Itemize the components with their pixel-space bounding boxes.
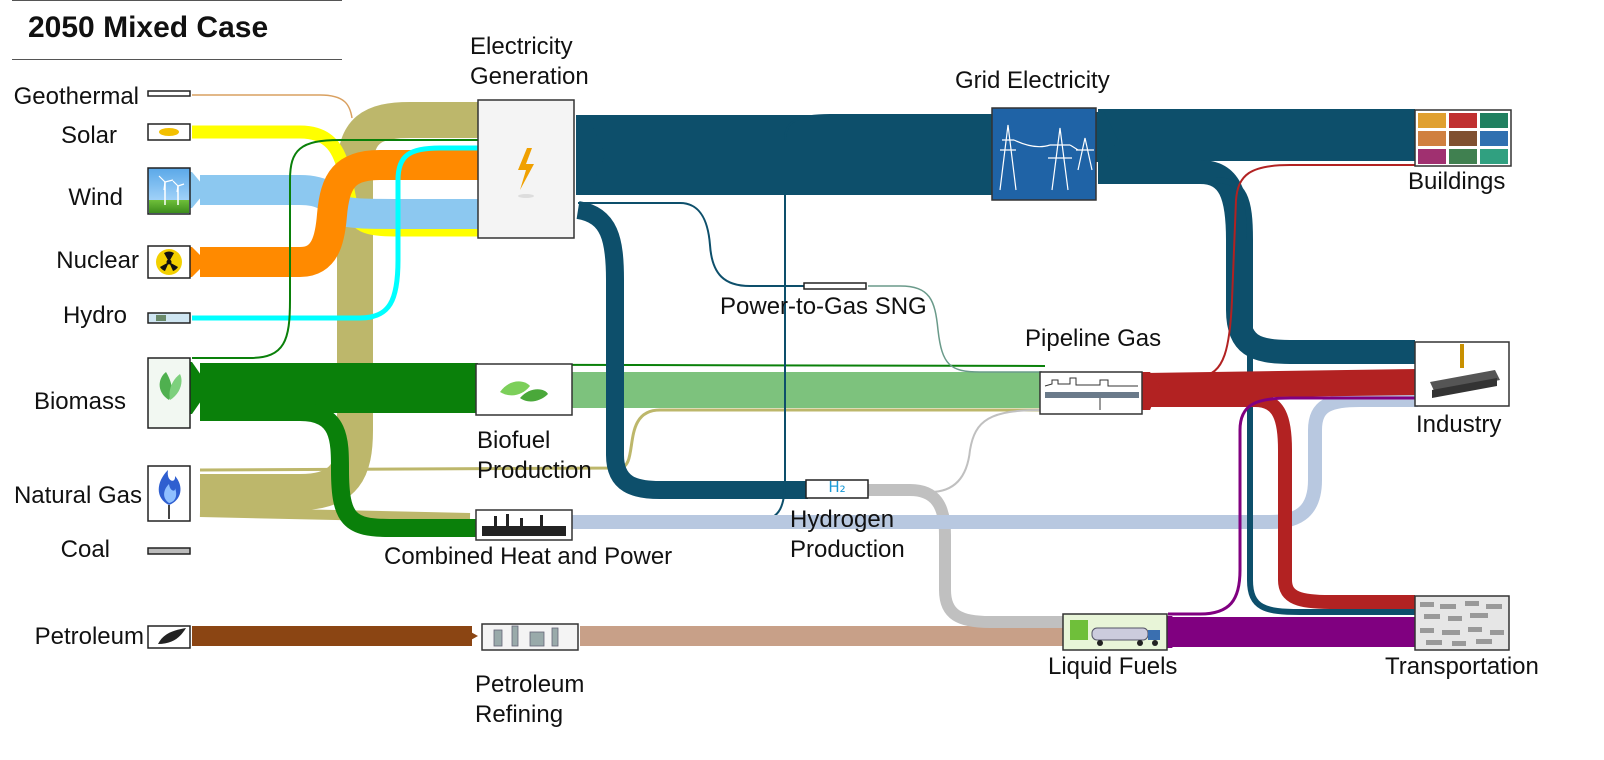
label-chp: Combined Heat and Power: [384, 543, 673, 570]
power-to-gas-node: [803, 282, 867, 290]
label-grid-electricity: Grid Electricity: [955, 67, 1110, 94]
liquid-fuels-node: [1062, 613, 1168, 651]
leaf-drop-icon: [500, 381, 530, 396]
flow-electricity-to-sng: [578, 202, 805, 287]
traffic-icon: [1420, 601, 1504, 646]
radiation-icon: [147, 245, 191, 279]
flow-hydro: [192, 145, 480, 321]
buildings-icon: [1418, 113, 1508, 164]
hydrogen-production-node: [805, 479, 869, 499]
flow-nuclear: [200, 150, 480, 277]
pipeline-icon: [1039, 371, 1143, 415]
flow-electricity-to-hydrogen: [576, 201, 808, 499]
label-hydrogen-2: Production: [790, 536, 905, 563]
coal-icon: [147, 547, 191, 555]
factory-icon: [482, 514, 566, 536]
electricity-generation-node: [477, 99, 575, 239]
label-liquid-fuels: Liquid Fuels: [1048, 653, 1178, 680]
oil-icon: [147, 625, 191, 649]
flow-hydrogen-to-liquid: [868, 484, 1065, 628]
label-nuclear: Nuclear: [56, 247, 139, 274]
label-biofuel-1: Biofuel: [477, 427, 551, 454]
steel-beam-icon: [1430, 344, 1500, 398]
flow-hydrogen-to-pipeline: [867, 409, 1043, 494]
label-pipeline-gas: Pipeline Gas: [1025, 325, 1162, 352]
diagram-title: 2050 Mixed Case: [28, 11, 269, 44]
label-transportation: Transportation: [1385, 653, 1539, 680]
label-wind: Wind: [68, 184, 123, 211]
transportation-node: [1414, 595, 1510, 651]
tanker-truck-icon: [1070, 620, 1160, 646]
biofuel-production-node: [475, 363, 573, 416]
flow-pipeline-to-industry: [1144, 369, 1419, 399]
flow-geothermal: [192, 94, 353, 119]
solar-panel-icon: [147, 123, 191, 141]
grid-electricity-node: [991, 107, 1097, 201]
flow-natural-gas-to-electricity: [200, 102, 480, 510]
label-refining-2: Refining: [475, 701, 564, 728]
label-coal: Coal: [60, 536, 110, 563]
label-biofuel-2: Production: [477, 457, 592, 484]
label-petroleum: Petroleum: [34, 623, 144, 650]
label-buildings: Buildings: [1408, 168, 1506, 195]
label-industry: Industry: [1416, 411, 1502, 438]
label-electricity-generation-1: Electricity: [470, 33, 573, 60]
flow-liquid-to-industry: [1168, 396, 1418, 616]
power-tower-icon: [999, 124, 1094, 191]
wind-turbine-icon: [147, 167, 191, 215]
flow-natural-gas-to-chp: [199, 507, 471, 523]
label-natural-gas: Natural Gas: [13, 482, 142, 509]
refinery-icon: [493, 625, 559, 647]
chp-node: [475, 509, 573, 541]
title-bar: 2050 Mixed Case: [12, 0, 342, 60]
label-geothermal: Geothermal: [13, 83, 139, 110]
label-refining-1: Petroleum: [475, 671, 585, 698]
label-hydro: Hydro: [62, 302, 127, 329]
dam-icon: [147, 312, 191, 324]
flow-pipeline-to-transport: [1150, 393, 1415, 609]
label-solar: Solar: [60, 122, 117, 149]
flame-icon: [147, 465, 191, 522]
buildings-node: [1414, 109, 1512, 167]
label-power-to-gas: Power-to-Gas SNG: [720, 293, 927, 320]
hydrogen-symbol: H₂: [828, 478, 846, 496]
flow-sng-to-pipeline: [868, 285, 1042, 373]
flow-pipeline-to-buildings: [1150, 164, 1415, 377]
lightning-icon: [518, 148, 534, 190]
flow-grid-to-transport: [1098, 177, 1415, 615]
refinery-node: [481, 623, 579, 651]
leaf-icon: [147, 357, 191, 429]
industry-node: [1414, 341, 1510, 407]
flow-grid-to-industry: [1098, 160, 1415, 364]
label-biomass: Biomass: [33, 388, 126, 415]
label-hydrogen-1: Hydrogen: [790, 506, 895, 533]
geothermal-icon: [147, 90, 191, 97]
flow-biomass-to-chp: [200, 403, 478, 537]
flow-biomass-to-electricity: [192, 139, 480, 359]
label-electricity-generation-2: Generation: [470, 63, 589, 90]
